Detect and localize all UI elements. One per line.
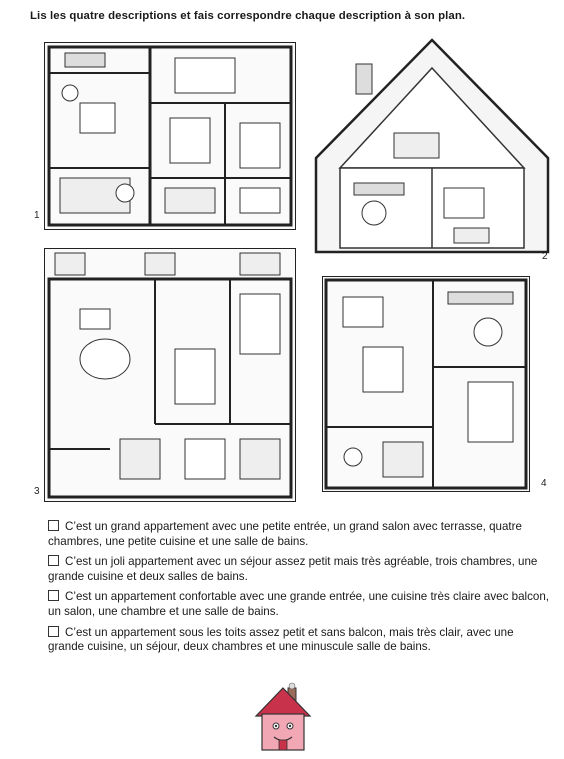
floor-plan-2-drawing	[314, 38, 550, 254]
match-checkbox-2[interactable]	[48, 555, 59, 567]
description-item: C’est un grand appartement avec une peti…	[48, 520, 550, 549]
match-checkbox-1[interactable]	[48, 520, 59, 531]
description-text-4: C’est un appartement sous les toits asse…	[48, 625, 514, 654]
plan-number-2: 2	[542, 251, 548, 262]
house-mascot-illustration	[252, 682, 314, 754]
description-text-1: C’est un grand appartement avec une peti…	[48, 520, 522, 548]
description-text-3: C’est un appartement confortable avec un…	[48, 590, 550, 618]
floor-plan-4	[322, 276, 530, 492]
floor-plan-3-drawing	[47, 252, 293, 499]
floor-plan-1	[44, 42, 296, 230]
floor-plan-1-drawing	[47, 45, 293, 227]
match-checkbox-4[interactable]	[48, 625, 59, 637]
plan-number-3: 3	[34, 486, 40, 497]
instruction-heading: Lis les quatre descriptions et fais corr…	[30, 10, 466, 22]
floor-plan-2	[314, 38, 550, 254]
description-text-2: C’est un joli appartement avec un séjour…	[48, 555, 538, 583]
plan-number-1: 1	[34, 210, 40, 221]
match-checkbox-3[interactable]	[48, 590, 59, 602]
house-mascot-icon	[254, 682, 312, 751]
description-item: C’est un joli appartement avec un séjour…	[48, 555, 550, 584]
floor-plan-4-drawing	[324, 278, 528, 490]
description-item: C’est un appartement sous les toits asse…	[48, 625, 550, 655]
floor-plan-3	[44, 248, 296, 502]
description-item: C’est un appartement confortable avec un…	[48, 590, 550, 619]
plan-number-4: 4	[541, 478, 547, 489]
descriptions-list: C’est un grand appartement avec une peti…	[48, 520, 550, 661]
